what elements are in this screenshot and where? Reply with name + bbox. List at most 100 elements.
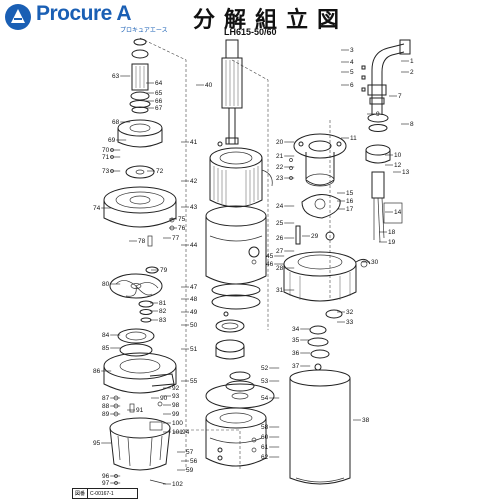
callout-93: 93 [172, 393, 180, 400]
callout-21: 21 [276, 153, 284, 160]
callout-23: 23 [276, 175, 284, 182]
callout-99: 99 [172, 411, 180, 418]
callout-56: 56 [190, 458, 198, 465]
callout-numbers: 1234567891011121314151617181920212223242… [93, 47, 414, 488]
callout-11: 11 [350, 135, 357, 142]
callout-59: 59 [186, 467, 194, 474]
callout-80: 80 [102, 281, 110, 288]
callout-35: 35 [292, 337, 300, 344]
callout-19: 19 [388, 239, 396, 246]
callout-68: 68 [112, 119, 120, 126]
callout-leaders [101, 49, 409, 485]
callout-55: 55 [190, 378, 198, 385]
callout-66: 66 [155, 98, 163, 105]
callout-36: 36 [292, 350, 300, 357]
callout-8: 8 [410, 121, 414, 128]
callout-67: 67 [155, 105, 163, 112]
callout-101: 101 [172, 429, 183, 436]
callout-37: 37 [292, 363, 300, 370]
callout-100: 100 [172, 420, 183, 427]
callout-75: 75 [178, 216, 186, 223]
lower-seal-housing [205, 407, 267, 467]
callout-61: 61 [261, 444, 269, 451]
callout-54: 54 [261, 395, 269, 402]
callout-6: 6 [350, 82, 354, 89]
callout-52: 52 [261, 365, 269, 372]
callout-90: 90 [160, 395, 168, 402]
callout-16: 16 [346, 198, 354, 205]
callout-62: 62 [261, 454, 269, 461]
assembly-axis-center [231, 59, 269, 330]
callout-79: 79 [160, 267, 168, 274]
callout-82: 82 [159, 308, 167, 315]
callout-87: 87 [102, 395, 110, 402]
drawing-number-block: 図番 C-00167-1 [72, 488, 138, 499]
callout-40: 40 [205, 82, 213, 89]
callout-31: 31 [276, 287, 284, 294]
callout-91: 91 [136, 407, 144, 414]
callout-57: 57 [186, 449, 194, 456]
callout-41: 41 [190, 139, 198, 146]
callout-4: 4 [350, 59, 354, 66]
logo-brand-text: Procure A [36, 2, 132, 25]
callout-81: 81 [159, 300, 167, 307]
callout-38: 38 [362, 417, 370, 424]
callout-77: 77 [172, 235, 180, 242]
strainer-stand [109, 417, 171, 485]
callout-32: 32 [346, 309, 354, 316]
callout-78: 78 [138, 238, 146, 245]
callout-102: 102 [172, 481, 183, 488]
procure-a-logo: Procure A プロキュアエース [0, 0, 182, 34]
motor-case [205, 205, 267, 285]
procure-a-mark-icon [5, 4, 31, 30]
callout-5: 5 [350, 69, 354, 76]
callout-29: 29 [311, 233, 319, 240]
stator [209, 147, 273, 208]
callout-76: 76 [178, 225, 186, 232]
upper-motor-frame [289, 133, 347, 219]
callout-95: 95 [93, 440, 101, 447]
callout-50: 50 [190, 322, 198, 329]
callout-73: 73 [102, 168, 110, 175]
callout-98: 98 [172, 402, 180, 409]
callout-12: 12 [394, 162, 402, 169]
callout-10: 10 [394, 152, 402, 159]
callout-24: 24 [276, 203, 284, 210]
callout-89: 89 [102, 411, 110, 418]
callout-86: 86 [93, 368, 101, 375]
wear-rings [117, 300, 155, 357]
callout-20: 20 [276, 139, 284, 146]
callout-27: 27 [276, 248, 284, 255]
callout-30: 30 [371, 259, 379, 266]
callout-94: 94 [182, 429, 190, 436]
callout-63: 63 [112, 73, 120, 80]
callout-97: 97 [102, 480, 110, 487]
motor-housing [283, 225, 371, 302]
diagram-title: 分解組立図 [193, 8, 349, 33]
callout-65: 65 [155, 90, 163, 97]
callout-2: 2 [410, 69, 414, 76]
callout-47: 47 [190, 284, 198, 291]
callout-92: 92 [172, 385, 180, 392]
callout-3: 3 [350, 47, 354, 54]
lower-casing [289, 369, 351, 485]
callout-60: 60 [261, 434, 269, 441]
float-switch-parts [307, 309, 343, 371]
callout-15: 15 [346, 190, 354, 197]
impeller [109, 266, 163, 299]
callout-18: 18 [388, 229, 396, 236]
pump-casing [103, 352, 177, 417]
callout-48: 48 [190, 296, 198, 303]
callout-83: 83 [159, 317, 167, 324]
upper-left-parts [129, 38, 151, 114]
callout-17: 17 [346, 206, 354, 213]
callout-45: 45 [266, 253, 274, 260]
callout-13: 13 [402, 169, 410, 176]
assembly-axis-left [139, 37, 187, 470]
logo-tagline: プロキュアエース [120, 27, 168, 34]
callout-44: 44 [190, 242, 198, 249]
intermediate-casing [103, 186, 177, 247]
callout-69: 69 [108, 137, 116, 144]
drawing-number-label: 図番 [73, 489, 89, 498]
